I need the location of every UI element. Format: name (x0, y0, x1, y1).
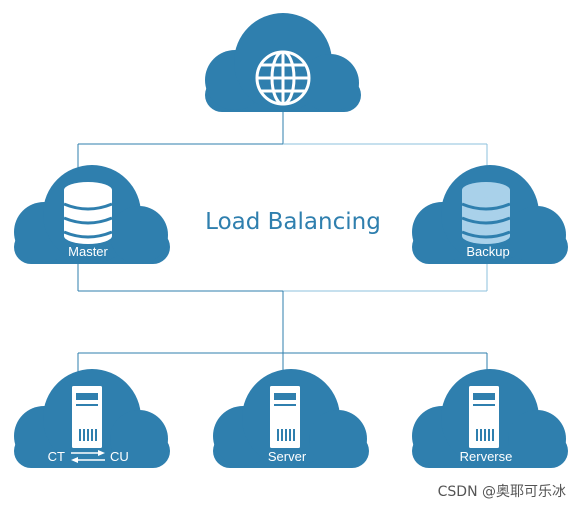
reverse-label: Rerverse (460, 449, 513, 464)
watermark: CSDN @奥耶可乐冰 (437, 484, 566, 500)
server-icon (270, 386, 300, 448)
database-icon (461, 182, 511, 244)
cu-label: CU (110, 449, 129, 464)
server-label: Server (268, 449, 307, 464)
internet-cloud (205, 13, 361, 112)
server-cloud: Server (213, 369, 369, 468)
backup-cloud: Backup (412, 165, 568, 264)
reverse-cloud: Rerverse (412, 369, 568, 468)
master-label: Master (68, 244, 108, 259)
swap-arrows-icon (71, 450, 105, 463)
ct-cu-cloud: CT CU (14, 369, 170, 468)
backup-label: Backup (466, 244, 509, 259)
ct-label: CT (48, 449, 65, 464)
globe-icon (255, 50, 311, 106)
database-icon (63, 182, 113, 244)
server-icon (469, 386, 499, 448)
diagram-title: Load Balancing (205, 209, 381, 235)
server-icon (72, 386, 102, 448)
master-cloud: Master (14, 165, 170, 264)
